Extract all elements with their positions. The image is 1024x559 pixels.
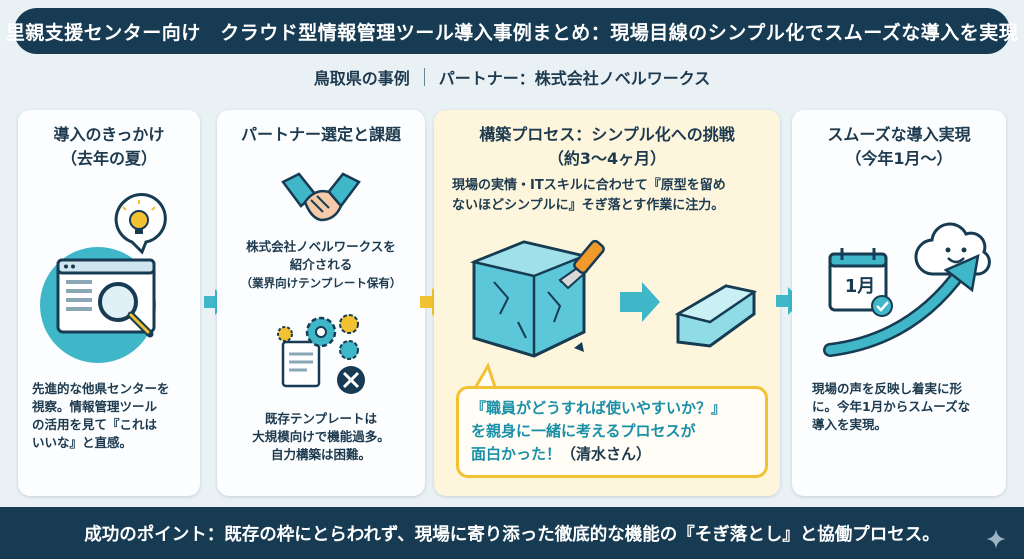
footer-text: 成功のポイント：既存の枠にとらわれず、現場に寄り添った徹底的な機能の『そぎ落とし… [84, 524, 940, 545]
step-card-launch: スムーズな導入実現 （今年1月〜） 1月 現場の声を反映し着実に形 に。今年1月… [792, 110, 1006, 496]
calendar-label: 1月 [844, 276, 876, 297]
step-description: 現場の実情・ITスキルに合わせて『原型を留め ないほどシンプルに』そぎ落とす作業… [452, 176, 726, 216]
case-subtitle: 鳥取県の事例 パートナー：株式会社ノベルワークス [0, 64, 1024, 90]
quote-speaker: （清水さん） [561, 445, 652, 463]
step-period: （今年1月〜） [845, 149, 953, 168]
text-line: （業界向けテンプレート保有） [240, 276, 402, 290]
quote-text: 『職員がどうすれば使いやすいか？』 [471, 399, 727, 417]
step-title: パートナー選定と課題 [240, 125, 401, 144]
text-line: 現場の実情・ITスキルに合わせて『原型を留め [452, 178, 726, 193]
step-title: 構築プロセス：シンプル化への挑戦 [479, 125, 735, 144]
quote-text: を親身に一緒に考えるプロセスが [471, 422, 696, 440]
text-line: 現場の声を反映し着実に形 [812, 381, 963, 396]
step-description: 先進的な他県センターを 視察。情報管理ツール の活用を見て『これは いいな』と直… [32, 380, 170, 452]
subtitle-divider [423, 68, 425, 86]
text-line: ないほどシンプルに』そぎ落とす作業に注力。 [452, 198, 725, 213]
case-label: 鳥取県の事例 [313, 69, 410, 88]
text-line: 自力構築は困難。 [270, 447, 371, 462]
text-line: 既存テンプレートは [264, 411, 378, 426]
arrow-right-icon [420, 288, 446, 316]
step-title: 導入のきっかけ [53, 125, 165, 144]
step-period: （去年の夏） [60, 149, 157, 168]
arrow-right-icon [776, 287, 802, 315]
template-issue: 既存テンプレートは 大規模向けで機能過多。 自力構築は困難。 [217, 410, 425, 464]
chisel-block-icon [469, 239, 758, 358]
quote-bubble: 『職員がどうすれば使いやすいか？』 を親身に一緒に考えるプロセスが 面白かった！… [456, 386, 768, 478]
text-line: 視察。情報管理ツール [32, 399, 158, 414]
partner-label: パートナー：株式会社ノベルワークス [438, 69, 711, 88]
text-line: 先進的な他県センターを [32, 381, 170, 396]
calendar-growth-icon [823, 222, 991, 357]
step-period: （約3〜4ヶ月） [547, 149, 667, 168]
step-card-partner: パートナー選定と課題 株式会社ノベルワークスを 紹介される （業界向けテンプレー… [217, 110, 425, 496]
text-line: 導入を実現。 [812, 417, 888, 432]
quote-attribution-line: 面白かった！（清水さん） [471, 443, 651, 465]
text-line: 株式会社ノベルワークスを [246, 239, 396, 254]
speech-bubble-tail [472, 362, 498, 390]
text-line: の活用を見て『これは [32, 417, 158, 432]
text-line: 大規模向けで機能過多。 [252, 429, 390, 444]
text-line: に。今年1月からスムーズな [812, 399, 971, 414]
step-description: 現場の声を反映し着実に形 に。今年1月からスムーズな 導入を実現。 [812, 380, 970, 434]
text-line: 紹介される [289, 257, 353, 272]
step-title: スムーズな導入実現 [827, 125, 971, 144]
handshake-icon [281, 172, 361, 222]
step-card-trigger: 導入のきっかけ （去年の夏） 先進的な他県センターを 視察。情報管理ツール の活… [18, 110, 200, 496]
gears-template-icon [277, 314, 365, 394]
partner-intro: 株式会社ノベルワークスを 紹介される （業界向けテンプレート保有） [217, 238, 425, 292]
arrow-right-icon [204, 289, 228, 315]
page-title: 里親支援センター向け クラウド型情報管理ツール導入事例まとめ：現場目線のシンプル… [6, 8, 1018, 54]
text-line: いいな』と直感。 [32, 435, 133, 450]
sparkle-icon [986, 529, 1006, 549]
success-point-footer: 成功のポイント：既存の枠にとらわれず、現場に寄り添った徹底的な機能の『そぎ落とし… [0, 507, 1024, 559]
browser-search-icon [40, 192, 167, 363]
quote-text: 面白かった！ [471, 445, 562, 463]
